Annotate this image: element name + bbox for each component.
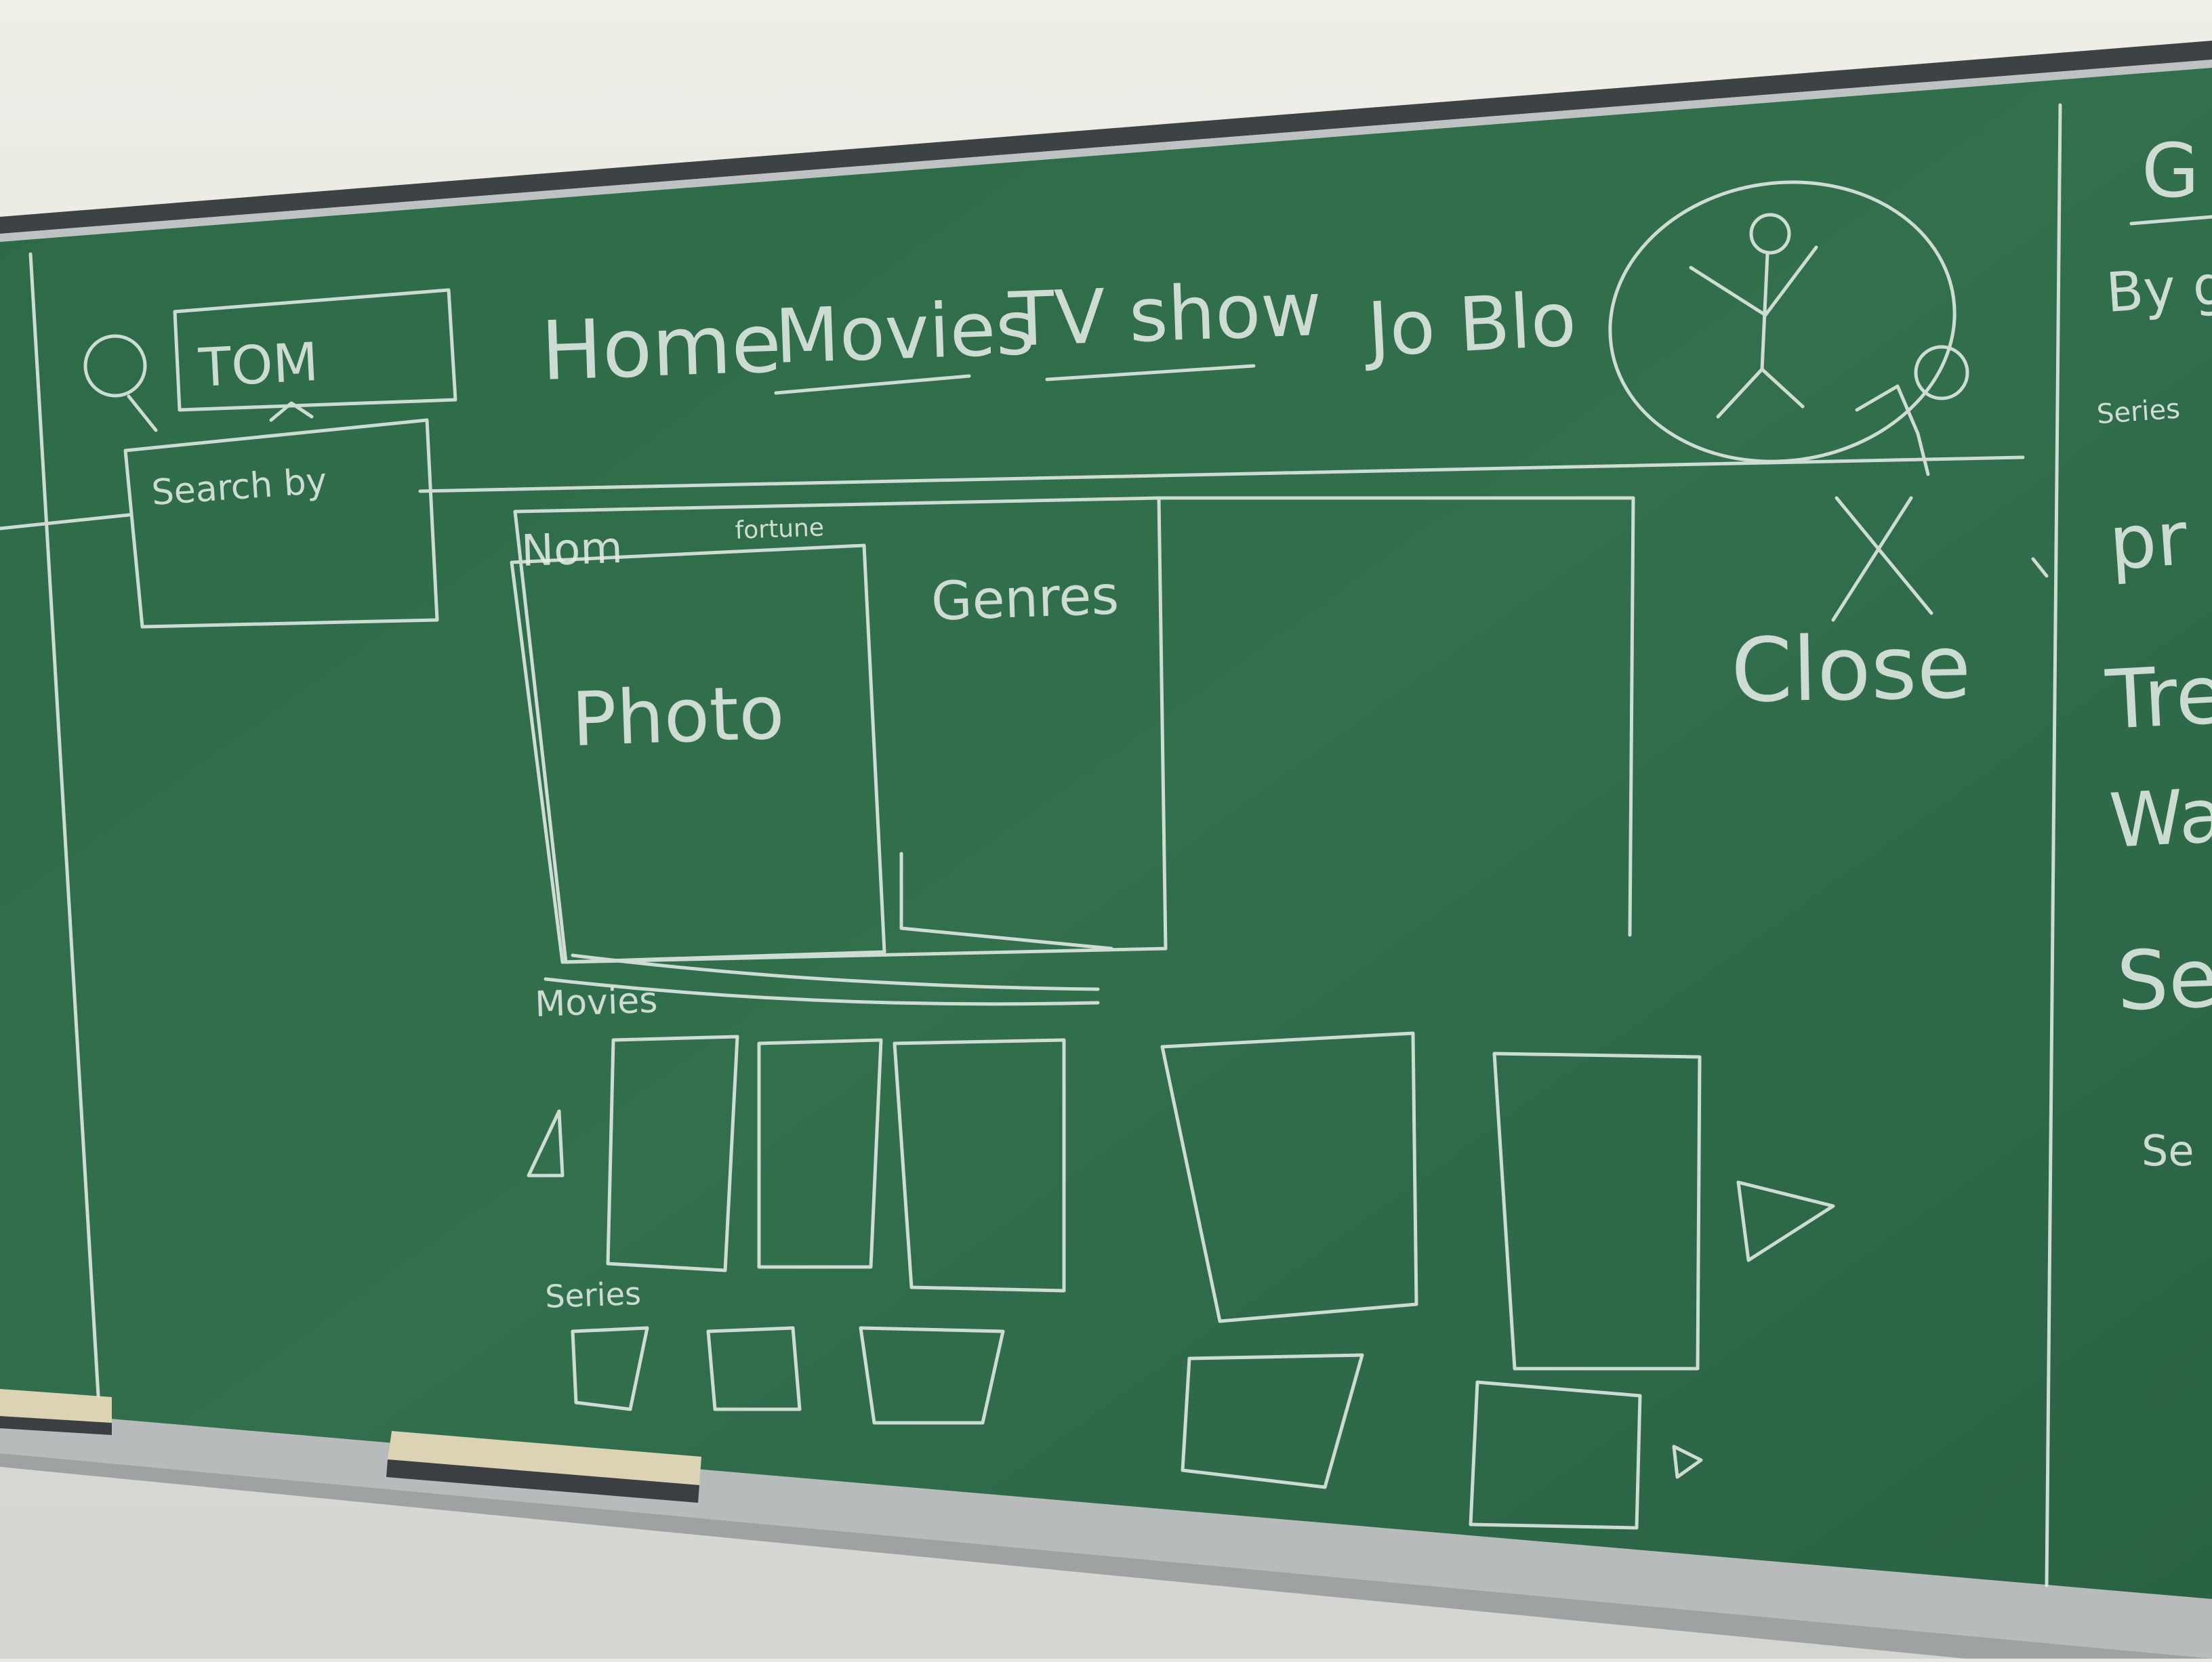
movies-underline: [774, 374, 971, 395]
panel-name-label: Nom: [520, 523, 623, 577]
tvshow-underline: [1045, 364, 1256, 381]
side-item-0: G: [2142, 127, 2199, 214]
nav-item-home: Home: [539, 297, 783, 399]
panel-fortune-label: fortune: [735, 514, 825, 545]
side-item-7: Se: [2142, 1126, 2194, 1176]
nav-item-movies: Movies: [773, 285, 1036, 380]
row-movies-label: Movies: [534, 980, 658, 1025]
board-frame-top-highlight: [0, 60, 2212, 242]
close-icon: [1831, 496, 1933, 622]
movies-row-sketch: [527, 1031, 1835, 1371]
board-frame-top: [0, 41, 2212, 234]
close-label: Close: [1730, 615, 1972, 722]
side-item-2: Series: [2095, 394, 2181, 430]
side-item-5: Wa: [2108, 772, 2212, 865]
search-input-sketch: [173, 288, 457, 412]
side-item-1: By g: [2104, 253, 2212, 325]
chalk-tray-edge: [0, 1453, 2212, 1659]
search-input-value: TOM: [197, 332, 320, 399]
series-next-arrow: [1672, 1445, 1703, 1479]
nav-item-tvshow: TV show: [1006, 266, 1323, 363]
search-dropdown-sketch: [123, 418, 439, 629]
side-column-divider: [2045, 103, 2062, 1587]
side-item-4: Tre: [2103, 648, 2212, 748]
movies-next-arrow: [1736, 1180, 1835, 1262]
panel-photo-label: Photo: [570, 669, 785, 763]
header-divider: [0, 455, 2025, 531]
eraser-left: [0, 1389, 112, 1435]
left-border-line: [28, 252, 100, 1398]
row-series-label: Series: [544, 1275, 641, 1315]
side-item-6: Se: [2115, 932, 2212, 1029]
photo-area-sketch: [510, 543, 886, 964]
eraser-center: [386, 1431, 701, 1503]
user-name: Jo Blo: [1361, 276, 1578, 373]
panel-genres-label: Genres: [930, 565, 1120, 633]
series-row-sketch: [571, 1326, 1703, 1530]
chalk-sketch: [0, 103, 2212, 1587]
side-item-3: pr: [2106, 495, 2190, 587]
chalk-labels: TOM Search by Home Movies TV show Jo Blo…: [150, 127, 2212, 1315]
detail-panel-sketch: [513, 496, 1168, 964]
search-icon: [83, 334, 158, 432]
avatar-sketch: [1608, 180, 1969, 476]
